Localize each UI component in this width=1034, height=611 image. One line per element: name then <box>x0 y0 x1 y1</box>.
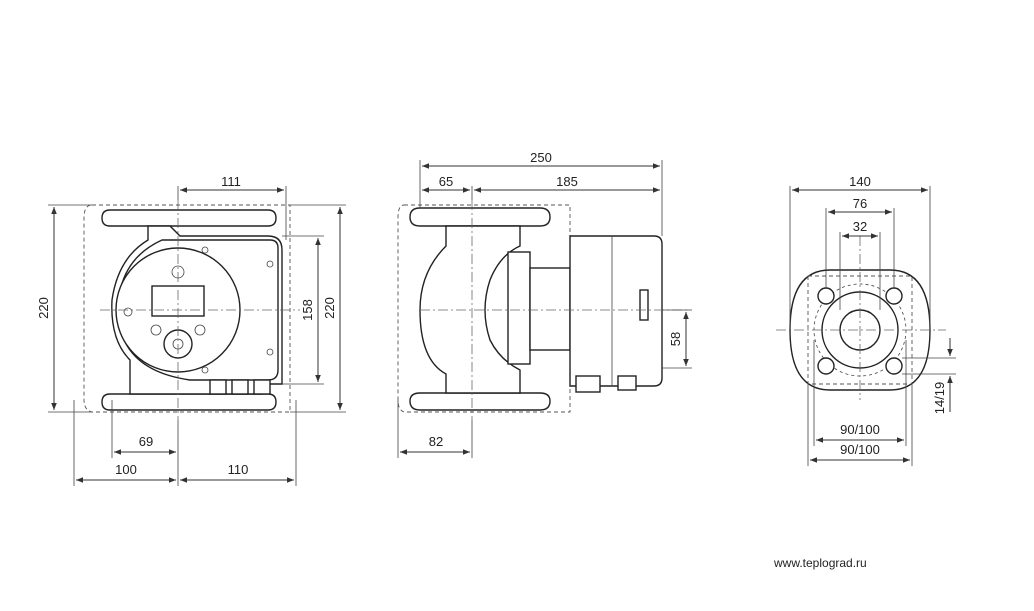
side-connector-1 <box>575 375 601 393</box>
dim-flange-bore: 32 <box>853 219 867 234</box>
side-motor-flange <box>507 251 531 365</box>
dim-side-right-part: 185 <box>556 174 578 189</box>
front-screw-lower <box>201 366 209 374</box>
dim-side-left-part: 65 <box>439 174 453 189</box>
flange-bolt-hole-tl <box>817 287 835 305</box>
dim-flange-outer-width: 140 <box>849 174 871 189</box>
dim-front-bottom-left: 100 <box>115 462 137 477</box>
front-home-button <box>150 324 162 336</box>
side-view: 250 65 185 58 82 <box>397 150 692 458</box>
dim-flange-bolt-spacing: 76 <box>853 196 867 211</box>
front-connector-1 <box>209 379 227 395</box>
front-menu-button <box>194 324 206 336</box>
front-view: 111 220 158 220 69 100 110 <box>36 174 346 486</box>
dim-front-bottom-right: 110 <box>228 462 249 477</box>
flange-bolt-hole-tr <box>885 287 903 305</box>
front-connector-3 <box>253 379 271 395</box>
dim-front-width-top: 111 <box>221 174 241 189</box>
dim-front-height-mid: 158 <box>300 299 315 321</box>
dim-side-shaft-height: 58 <box>668 332 683 346</box>
side-bottom-flange <box>409 392 551 411</box>
front-screw-bottom <box>266 348 274 356</box>
dim-flange-bolt-hole: 14/19 <box>932 382 947 415</box>
flange-bolt-hole-bl <box>817 357 835 375</box>
side-volute <box>419 225 521 394</box>
front-screw-left <box>123 307 133 317</box>
front-screw-upper <box>201 246 209 254</box>
dim-front-height-right: 220 <box>322 297 337 319</box>
side-top-flange <box>409 207 551 227</box>
flange-bolt-hole-br <box>885 357 903 375</box>
side-motor-neck <box>529 267 571 351</box>
dim-side-total-length: 250 <box>530 150 552 165</box>
dim-flange-pcd-2: 90/100 <box>840 442 880 457</box>
flange-view: 140 76 32 14/19 90/100 90/100 <box>776 174 956 466</box>
front-connector-2 <box>231 379 249 395</box>
side-connector-2 <box>617 375 637 391</box>
side-terminal <box>639 289 649 321</box>
dim-flange-pcd-1: 90/100 <box>840 422 880 437</box>
front-bottom-flange <box>101 393 277 411</box>
front-top-flange <box>101 209 277 227</box>
dim-front-height-left: 220 <box>36 297 51 319</box>
side-motor-housing <box>569 235 663 387</box>
front-screw-top <box>266 260 274 268</box>
dim-front-bottom-inner: 69 <box>139 434 153 449</box>
dim-side-bottom-left: 82 <box>429 434 443 449</box>
website-watermark: www.teplograd.ru <box>774 556 867 570</box>
